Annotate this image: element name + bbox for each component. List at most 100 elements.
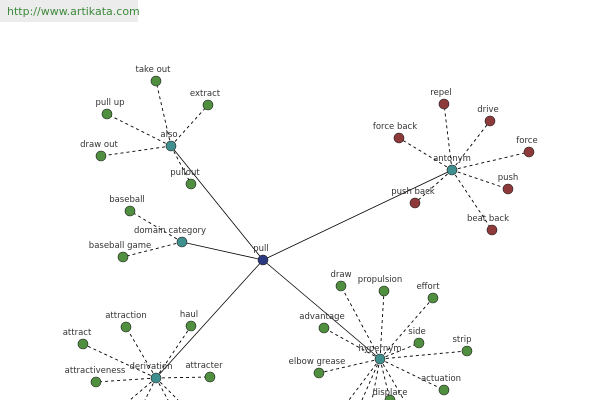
label-push[interactable]: push — [498, 173, 519, 183]
label-attracter[interactable]: attracter — [185, 361, 223, 371]
label-antonym[interactable]: antonym — [433, 154, 471, 164]
label-derivation[interactable]: derivation — [129, 362, 172, 372]
label-baseball[interactable]: baseball — [109, 195, 145, 205]
node-advantage[interactable] — [318, 322, 330, 334]
label-pullout[interactable]: pullout — [170, 168, 200, 178]
node-force[interactable] — [523, 146, 535, 158]
node-strip[interactable] — [461, 345, 473, 357]
edge-hypernym-effort — [379, 297, 434, 360]
node-pull[interactable] — [257, 254, 269, 266]
edge-hypernym-side — [379, 342, 420, 360]
label-haul[interactable]: haul — [180, 310, 198, 320]
node-force-back[interactable] — [393, 132, 405, 144]
label-actuation[interactable]: actuation — [421, 374, 461, 384]
label-strip[interactable]: strip — [452, 335, 471, 345]
node-attract[interactable] — [77, 338, 89, 350]
node-extract[interactable] — [202, 99, 214, 111]
node-baseball[interactable] — [124, 205, 136, 217]
edge-derivation-attract — [82, 343, 157, 379]
label-beat-back[interactable]: beat back — [467, 214, 509, 224]
label-propulsion[interactable]: propulsion — [358, 275, 402, 285]
edge-pull-domain — [181, 241, 264, 261]
node-elbow-grease[interactable] — [313, 367, 325, 379]
edge-domain-baseball — [129, 210, 183, 243]
label-effort[interactable]: effort — [416, 282, 440, 292]
label-repel[interactable]: repel — [430, 88, 452, 98]
url-text[interactable]: http://www.artikata.com — [7, 5, 140, 18]
node-push-back[interactable] — [409, 197, 421, 209]
label-extract[interactable]: extract — [190, 89, 221, 99]
label-pull[interactable]: pull — [253, 244, 269, 254]
edge-antonym-force-back — [398, 137, 453, 171]
label-hypernym[interactable]: hypernym — [358, 344, 401, 354]
node-also[interactable] — [165, 140, 177, 152]
node-haul[interactable] — [185, 320, 197, 332]
label-also[interactable]: also — [160, 130, 177, 140]
node-attraction[interactable] — [120, 321, 132, 333]
edge-also-pullout — [170, 145, 192, 185]
graph-nodes — [77, 75, 535, 400]
graph-edges — [82, 80, 530, 400]
edge-derivation-attracter — [155, 376, 211, 379]
edge-domain-baseball-game — [122, 241, 183, 258]
node-draw-out[interactable] — [95, 150, 107, 162]
label-attractiveness[interactable]: attractiveness — [65, 366, 126, 376]
node-repel[interactable] — [438, 98, 450, 110]
node-propulsion[interactable] — [378, 285, 390, 297]
node-push[interactable] — [502, 183, 514, 195]
node-hypernym[interactable] — [374, 353, 386, 365]
label-draw-out[interactable]: draw out — [80, 140, 118, 150]
edge-hypernym-advantage — [323, 327, 381, 360]
label-attraction[interactable]: attraction — [105, 311, 147, 321]
node-beat-back[interactable] — [486, 224, 498, 236]
edge-antonym-beat-back — [451, 169, 493, 231]
node-displace[interactable] — [384, 394, 396, 400]
node-domain[interactable] — [176, 236, 188, 248]
label-elbow-grease[interactable]: elbow grease — [289, 357, 346, 367]
edge-derivation-stub-2 — [155, 377, 169, 400]
node-actuation[interactable] — [438, 384, 450, 396]
edge-hypernym-displace — [379, 358, 391, 400]
label-pull-up[interactable]: pull up — [96, 98, 125, 108]
edge-hypernym-elbow-grease — [318, 358, 381, 374]
label-drive[interactable]: drive — [477, 105, 499, 115]
node-antonym[interactable] — [446, 164, 458, 176]
label-baseball-game[interactable]: baseball game — [89, 241, 151, 251]
label-force[interactable]: force — [516, 136, 537, 146]
edge-hypernym-strip — [379, 350, 468, 360]
edge-hypernym-stub-0 — [361, 358, 381, 400]
node-pull-up[interactable] — [101, 108, 113, 120]
edge-hypernym-draw — [340, 285, 381, 360]
label-push-back[interactable]: push back — [391, 187, 435, 197]
edge-derivation-haul — [155, 325, 192, 379]
label-take-out[interactable]: take out — [135, 65, 171, 75]
edge-antonym-drive — [451, 120, 491, 171]
label-domain[interactable]: domain category — [134, 226, 206, 236]
label-force-back[interactable]: force back — [373, 122, 417, 132]
url-banner: http://www.artikata.com — [0, 0, 140, 22]
label-advantage[interactable]: advantage — [299, 312, 344, 322]
edge-antonym-repel — [443, 103, 453, 171]
label-displace[interactable]: displace — [372, 388, 407, 398]
edge-hypernym-stub-2 — [379, 358, 405, 400]
node-baseball-game[interactable] — [117, 251, 129, 263]
node-derivation[interactable] — [150, 372, 162, 384]
node-attractiveness[interactable] — [90, 376, 102, 388]
node-attracter[interactable] — [204, 371, 216, 383]
label-side[interactable]: side — [408, 327, 425, 337]
node-take-out[interactable] — [150, 75, 162, 87]
label-draw[interactable]: draw — [330, 270, 351, 280]
node-drive[interactable] — [484, 115, 496, 127]
edge-derivation-stub-3 — [155, 377, 179, 400]
edge-antonym-force — [451, 151, 530, 171]
graph-labels: also domain category antonym hypernym deriva… — [63, 65, 538, 398]
node-draw[interactable] — [335, 280, 347, 292]
edge-pull-also — [170, 145, 264, 261]
edge-antonym-push — [451, 169, 509, 190]
edge-pull-antonym — [262, 169, 453, 261]
node-pullout[interactable] — [185, 178, 197, 190]
label-attract[interactable]: attract — [63, 328, 92, 338]
node-effort[interactable] — [427, 292, 439, 304]
node-side[interactable] — [413, 337, 425, 349]
edge-hypernym-stub-1 — [371, 358, 381, 400]
